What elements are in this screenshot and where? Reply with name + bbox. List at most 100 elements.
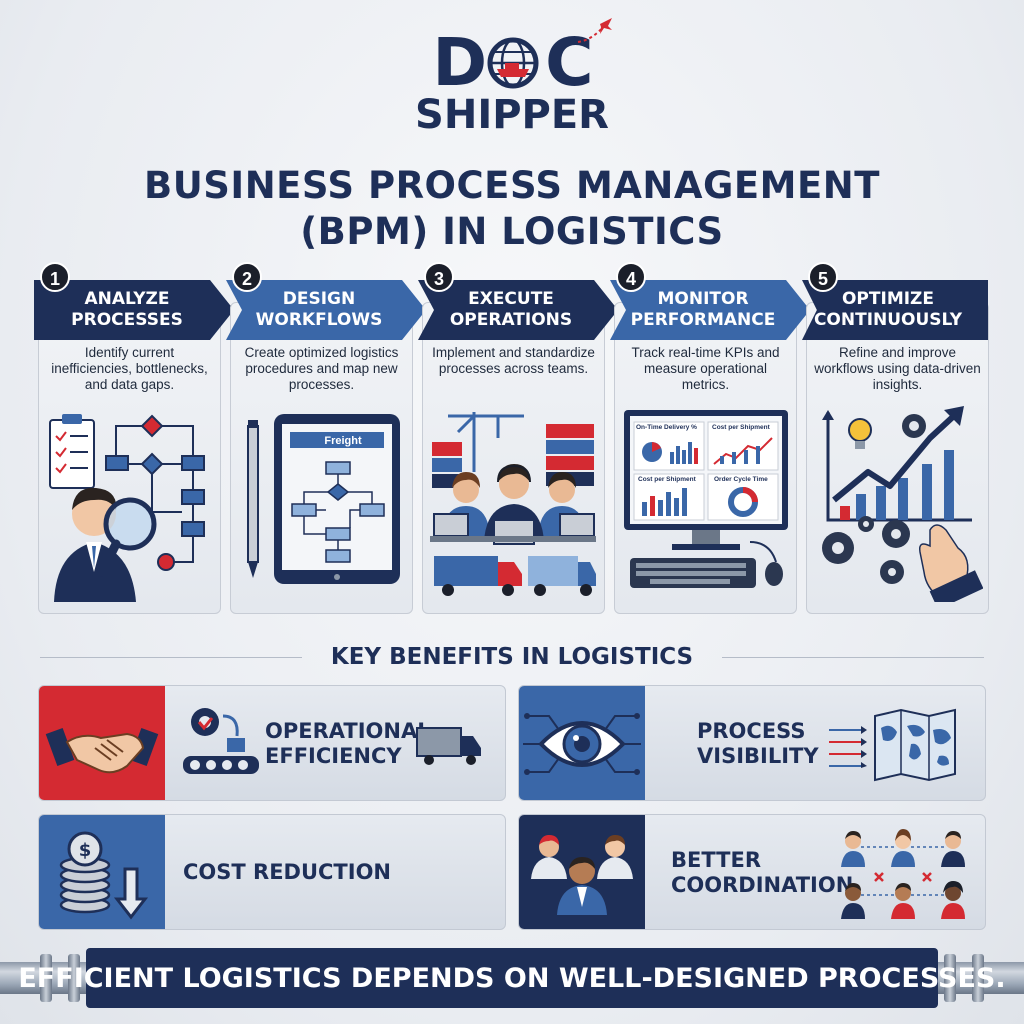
tablet-icon [274, 414, 400, 584]
flowchart-icon [105, 414, 205, 571]
step-heading-line2: PROCESSES [71, 310, 183, 330]
slogan-text: EFFICIENT LOGISTICS DEPENDS ON WELL-DESI… [18, 948, 1006, 1008]
mouse-icon [749, 541, 783, 586]
benefits-heading-row: KEY BENEFITS IN LOGISTICS [40, 640, 984, 676]
magnifier-icon [97, 497, 157, 577]
keyboard-icon [630, 558, 756, 588]
kpi-label-cost-2: Cost per Shipment [638, 476, 696, 483]
step-monitor: MONITOR PERFORMANCE 4 Track real-time KP… [610, 262, 810, 614]
step-header: DESIGN WORKFLOWS [226, 280, 426, 340]
benefits-title: KEY BENEFITS IN LOGISTICS [330, 644, 694, 670]
truck-icon [416, 727, 481, 765]
tablet-label: Freight [324, 435, 362, 447]
benefit-label: PROCESS VISIBILITY [697, 719, 819, 769]
step-analyze: ANALYZE PROCESSES 1 Identify current ine… [34, 262, 234, 614]
analyst-icon [54, 487, 136, 602]
conveyor-icon [183, 708, 259, 774]
svg-text:$: $ [79, 840, 92, 861]
eye-icon [523, 713, 641, 775]
logo: D C SHIPPER [0, 18, 1024, 136]
benefit-label-line1: BETTER [671, 848, 761, 872]
benefit-label-line1: PROCESS [697, 719, 806, 743]
step-description: Create optimized logistics procedures an… [244, 345, 399, 392]
step-optimize: OPTIMIZE CONTINUOUSLY 5 Refine and impro… [802, 262, 989, 614]
step-heading-line1: EXECUTE [468, 289, 554, 309]
benefit-label-line2: COORDINATION [671, 873, 854, 897]
step-description: Identify current inefficiencies, bottlen… [51, 345, 208, 392]
pipe-joint [944, 954, 956, 1002]
benefit-label: OPERATIONAL EFFICIENCY [265, 719, 431, 769]
monitor-icon [624, 410, 788, 550]
benefit-label-line2: EFFICIENCY [265, 744, 402, 768]
monitor-illustration: On-Time Delivery % Cost per Shipment Cos… [620, 402, 791, 602]
globe-icon [485, 33, 545, 89]
step-heading-line2: PERFORMANCE [630, 310, 776, 330]
page-title-line1: BUSINESS PROCESS MANAGEMENT [144, 164, 880, 207]
benefit-label: BETTER COORDINATION [671, 848, 853, 898]
step-header: EXECUTE OPERATIONS [418, 280, 618, 340]
team-icon [531, 835, 633, 915]
plane-icon [577, 18, 612, 43]
step-number: 1 [40, 262, 70, 292]
optimize-illustration [812, 402, 984, 610]
benefit-side-panel: $ [39, 815, 165, 929]
pipe-joint [972, 954, 984, 1002]
analyze-illustration [44, 402, 215, 602]
step-header: OPTIMIZE CONTINUOUSLY [802, 280, 988, 340]
handshake-icon [45, 727, 159, 774]
divider-left [40, 657, 302, 658]
step-execute: EXECUTE OPERATIONS 3 Implement and stand… [418, 262, 618, 614]
network-team-icon [841, 829, 965, 919]
arrows-icon [829, 726, 867, 768]
step-description: Track real-time KPIs and measure operati… [631, 345, 780, 392]
benefit-better-coordination: BETTER COORDINATION [518, 814, 986, 930]
map-icon [874, 708, 956, 782]
down-arrow-icon [113, 867, 149, 920]
step-heading-line1: MONITOR [657, 289, 749, 309]
benefit-process-visibility: PROCESS VISIBILITY [518, 685, 986, 801]
benefit-side-panel [39, 686, 165, 800]
benefit-operational-efficiency: OPERATIONAL EFFICIENCY [38, 685, 506, 801]
benefit-label-line1: OPERATIONAL [265, 719, 431, 743]
logo-wordmark-top: D C [432, 18, 612, 96]
page-title-line2: (BPM) IN LOGISTICS [300, 210, 724, 253]
step-heading-line2: CONTINUOUSLY [813, 310, 963, 330]
benefit-side-panel [519, 686, 645, 800]
step-number: 5 [808, 262, 838, 292]
gear-icon [822, 414, 926, 584]
step-heading-line1: DESIGN [282, 289, 356, 309]
pipe-joint [40, 954, 52, 1002]
process-steps: ANALYZE PROCESSES 1 Identify current ine… [0, 262, 1024, 614]
step-header: ANALYZE PROCESSES [34, 280, 234, 340]
lightbulb-icon [848, 418, 872, 449]
step-heading-line1: OPTIMIZE [841, 289, 934, 309]
step-heading-line2: WORKFLOWS [255, 310, 383, 330]
kpi-label-ontime: On-Time Delivery % [636, 424, 697, 431]
benefit-cost-reduction: $ COST REDUCTION [38, 814, 506, 930]
step-number: 2 [232, 262, 262, 292]
kpi-label-cycle: Order Cycle Time [714, 476, 768, 483]
truck-icon [434, 556, 596, 596]
slogan-bar: EFFICIENT LOGISTICS DEPENDS ON WELL-DESI… [0, 948, 1024, 1008]
step-number: 3 [424, 262, 454, 292]
kpi-label-cost: Cost per Shipment [712, 424, 770, 431]
benefit-label-line2: VISIBILITY [697, 744, 819, 768]
divider-right [722, 657, 984, 658]
logo-letter-d: D [432, 24, 487, 101]
step-heading-line2: OPERATIONS [449, 310, 573, 330]
pipe-joint [68, 954, 80, 1002]
step-number: 4 [616, 262, 646, 292]
pencil-icon [247, 420, 259, 578]
growth-chart-icon [822, 406, 972, 522]
clipboard-icon [49, 414, 95, 489]
page-title: BUSINESS PROCESS MANAGEMENT (BPM) IN LOG… [0, 163, 1024, 255]
laptops [430, 513, 596, 545]
step-description: Refine and improve workflows using data-… [814, 345, 981, 392]
crane-icon [448, 412, 524, 472]
step-design: DESIGN WORKFLOWS 2 Create optimized logi… [226, 262, 426, 614]
coins-icon: $ [59, 831, 149, 920]
step-description: Implement and standardize processes acro… [432, 345, 595, 376]
design-illustration: Freight [236, 402, 407, 602]
hand-icon [918, 524, 984, 610]
step-header: MONITOR PERFORMANCE [610, 280, 810, 340]
